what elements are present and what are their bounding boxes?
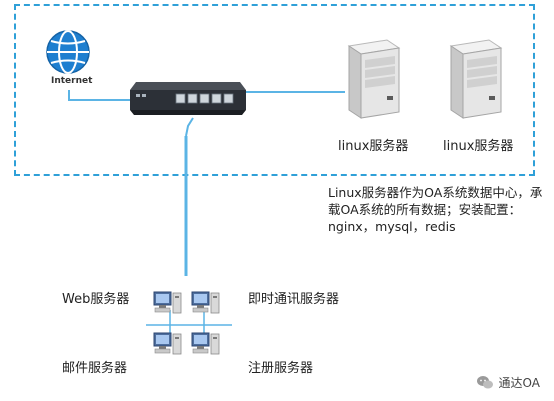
- watermark: 通达OA: [476, 374, 540, 391]
- server-tower-icon: [449, 39, 503, 119]
- server-label-2: linux服务器: [443, 139, 514, 154]
- workstation-icon: [153, 291, 182, 314]
- globe-icon: [46, 30, 90, 74]
- mail-server-label: 邮件服务器: [62, 361, 128, 376]
- description-line-2: 载OA系统的所有数据；安装配置：: [328, 202, 522, 217]
- description-text: Linux服务器作为OA系统数据中心，承 载OA系统的所有数据；安装配置： ng…: [328, 184, 543, 235]
- router-switch-icon: [130, 82, 246, 115]
- router-down-cable: [185, 117, 194, 137]
- description-line-3: nginx，mysql，redis: [328, 219, 456, 234]
- watermark-text: 通达OA: [498, 376, 540, 390]
- workstation-icon: [191, 291, 220, 314]
- register-server-label: 注册服务器: [248, 361, 314, 376]
- internet-label: Internet: [51, 76, 93, 86]
- datacenter-boundary: [14, 4, 535, 176]
- workstation-icon: [191, 332, 220, 355]
- internet-link: [68, 90, 130, 101]
- server-tower-icon: [347, 39, 401, 119]
- workstation-icon: [153, 332, 182, 355]
- web-server-label: Web服务器: [62, 292, 130, 307]
- description-line-1: Linux服务器作为OA系统数据中心，承: [328, 185, 543, 200]
- server-label-1: linux服务器: [338, 139, 409, 154]
- wechat-icon: [476, 376, 493, 389]
- im-server-label: 即时通讯服务器: [248, 292, 340, 307]
